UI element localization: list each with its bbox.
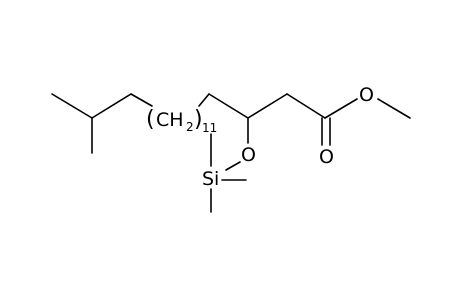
bond-ester-o-methyl bbox=[377, 98, 411, 119]
bond-c1-ester-o bbox=[324, 98, 358, 119]
repeat-paren-close: ) bbox=[194, 107, 203, 132]
silicon-atom: Si bbox=[202, 168, 219, 190]
bond-c3-c2 bbox=[247, 93, 288, 119]
bond-repeat-to-chain bbox=[198, 93, 210, 107]
ch2-subscript: 2 bbox=[186, 120, 194, 134]
carbonyl-oxygen: O bbox=[319, 146, 334, 168]
ether-oxygen: O bbox=[241, 144, 256, 166]
bond-chain-c3 bbox=[208, 93, 249, 119]
bond-isobutyl-chain bbox=[91, 93, 132, 119]
bond-ether-o-si bbox=[225, 161, 241, 171]
repeat-count-subscript: 11 bbox=[202, 121, 217, 135]
ch2-label: CH bbox=[156, 109, 184, 131]
bond-methyl-left bbox=[51, 93, 93, 119]
ester-oxygen: O bbox=[359, 84, 374, 106]
repeat-paren-open: ( bbox=[146, 107, 155, 132]
bond-to-repeat-unit bbox=[130, 93, 153, 107]
bond-c2-c1 bbox=[286, 93, 326, 119]
